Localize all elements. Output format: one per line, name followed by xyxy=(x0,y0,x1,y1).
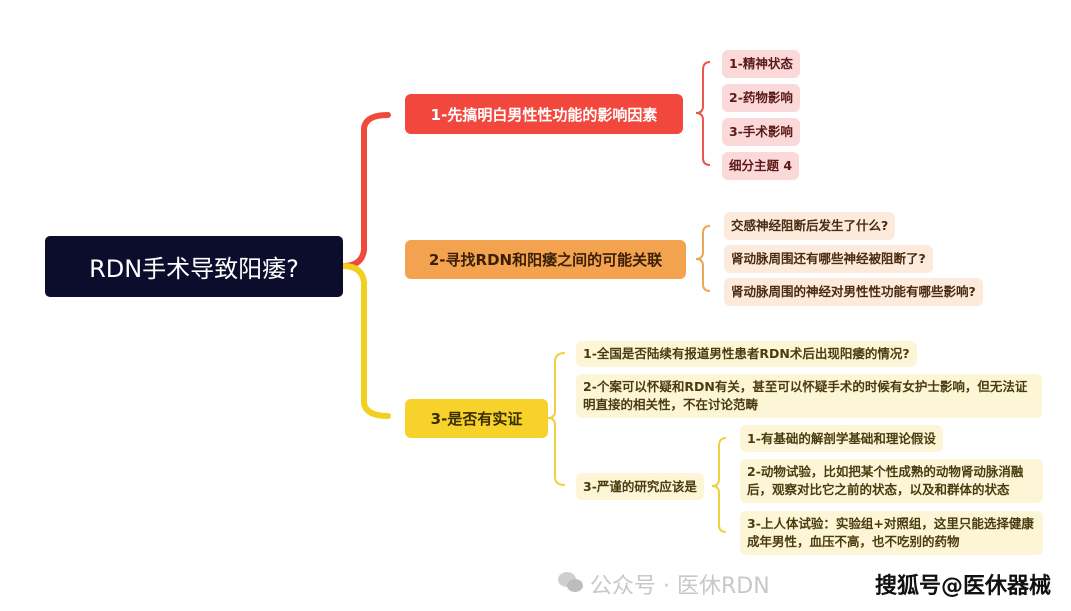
root-label: RDN手术导致阳痿? xyxy=(89,255,299,283)
branch-3[interactable]: 3-是否有实证 xyxy=(405,399,548,438)
leaf-topic[interactable]: 2-药物影响 xyxy=(722,84,800,112)
leaf-topic[interactable]: 1-全国是否陆续有报道男性患者RDN术后出现阳痿的情况? xyxy=(576,341,917,367)
leaf-topic[interactable]: 肾动脉周围还有哪些神经被阻断了? xyxy=(724,245,933,273)
branch-1[interactable]: 1-先搞明白男性性功能的影响因素 xyxy=(405,94,683,134)
sub-leaf-topic[interactable]: 1-有基础的解剖学基础和理论假设 xyxy=(740,425,943,452)
sub-leaf-topic[interactable]: 3-上人体试验：实验组+对照组，这里只能选择健康成年男性，血压不高，也不吃别的药… xyxy=(740,511,1043,555)
sohu-watermark: 搜狐号@医休器械 xyxy=(875,574,1052,599)
brace-red xyxy=(340,112,391,269)
sub-leaf-topic[interactable]: 2-动物试验，比如把某个性成熟的动物肾动脉消融后，观察对比它之前的状态，以及和群… xyxy=(740,459,1043,503)
leaf-topic[interactable]: 肾动脉周围的神经对男性性功能有哪些影响? xyxy=(724,278,983,306)
branch-label: 1-先搞明白男性性功能的影响因素 xyxy=(430,105,658,124)
wechat-watermark: 公众号 · 医休RDN xyxy=(590,574,770,599)
brace-sub2 xyxy=(695,225,711,292)
leaf-topic[interactable]: 交感神经阻断后发生了什么? xyxy=(724,212,896,240)
leaf-topic[interactable]: 2-个案可以怀疑和RDN有关，甚至可以怀疑手术的时候有女护士影响，但无法证明直接… xyxy=(576,374,1042,418)
brace-sub4 xyxy=(711,437,727,533)
brace-sub3 xyxy=(547,352,566,486)
leaf-topic[interactable]: 细分主题 4 xyxy=(722,152,800,180)
wechat-icon xyxy=(558,572,584,594)
brace-yellow xyxy=(340,263,391,419)
branch-label: 3-是否有实证 xyxy=(430,410,523,428)
root-topic[interactable]: RDN手术导致阳痿? xyxy=(45,236,343,297)
leaf-topic[interactable]: 3-手术影响 xyxy=(722,118,800,146)
brace-sub1 xyxy=(695,61,711,166)
branch-label: 2-寻找RDN和阳痿之间的可能关联 xyxy=(428,251,663,269)
branch-2[interactable]: 2-寻找RDN和阳痿之间的可能关联 xyxy=(405,240,686,279)
leaf-topic[interactable]: 3-严谨的研究应该是 xyxy=(576,473,704,500)
leaf-topic[interactable]: 1-精神状态 xyxy=(722,50,800,78)
